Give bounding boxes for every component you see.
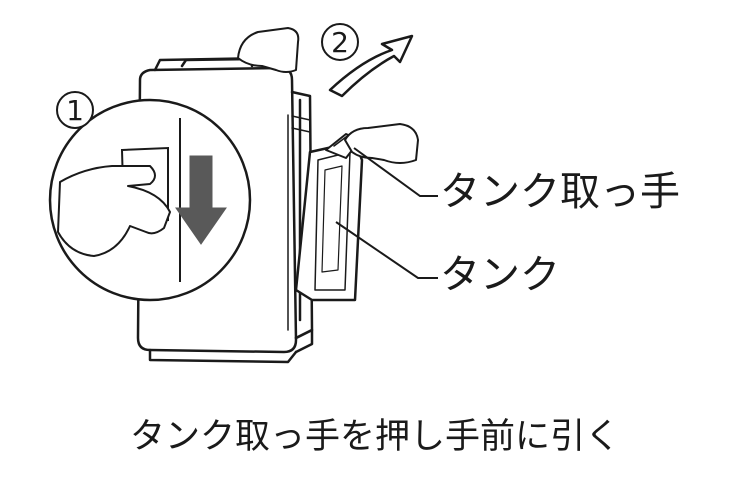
step-1-marker: 1 xyxy=(56,91,94,129)
push-down-arrow-icon xyxy=(175,155,227,245)
step-2-number: 2 xyxy=(331,26,349,59)
zoom-detail-circle xyxy=(48,98,252,302)
water-tank xyxy=(294,133,364,302)
humidifier-illustration: 1 2 xyxy=(48,23,438,364)
leader-tank-handle xyxy=(353,147,438,197)
instruction-caption: タンク取っ手を押し手前に引く xyxy=(129,417,620,457)
leader-tank xyxy=(335,221,438,279)
hand-top-icon xyxy=(237,27,300,73)
step-1-number: 1 xyxy=(66,94,84,127)
hand-handle-icon xyxy=(344,123,419,164)
tank-handle-label: タンク取っ手 xyxy=(440,169,680,215)
pull-arrow-icon xyxy=(328,34,414,98)
tank-label: タンク xyxy=(440,252,560,298)
step-2-marker: 2 xyxy=(321,23,359,61)
